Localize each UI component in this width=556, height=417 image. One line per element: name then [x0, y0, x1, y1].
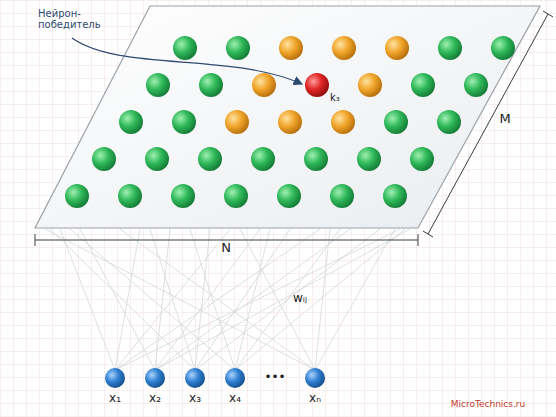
winner-pointer — [72, 38, 302, 84]
weight-lines — [45, 229, 410, 370]
dimension-label: N — [218, 241, 234, 255]
input-label: x₄ — [229, 392, 241, 405]
input-label: x₂ — [149, 392, 161, 405]
neuron-index: k₃ — [330, 92, 340, 103]
callout-label: Нейрон-победитель — [38, 8, 120, 30]
neurons — [65, 36, 515, 208]
input-neurons — [105, 368, 325, 388]
watermark: MicroTechnics.ru — [451, 400, 526, 410]
input-label: x₃ — [189, 392, 201, 405]
weight-label: wᵢⱼ — [293, 292, 307, 305]
ellipsis: ••• — [264, 371, 285, 384]
input-label: x₁ — [109, 392, 121, 405]
kohonen-layer — [35, 6, 540, 228]
dimension-label: M — [499, 112, 510, 126]
input-label: xₙ — [309, 392, 321, 405]
dimension-lines — [35, 11, 553, 246]
